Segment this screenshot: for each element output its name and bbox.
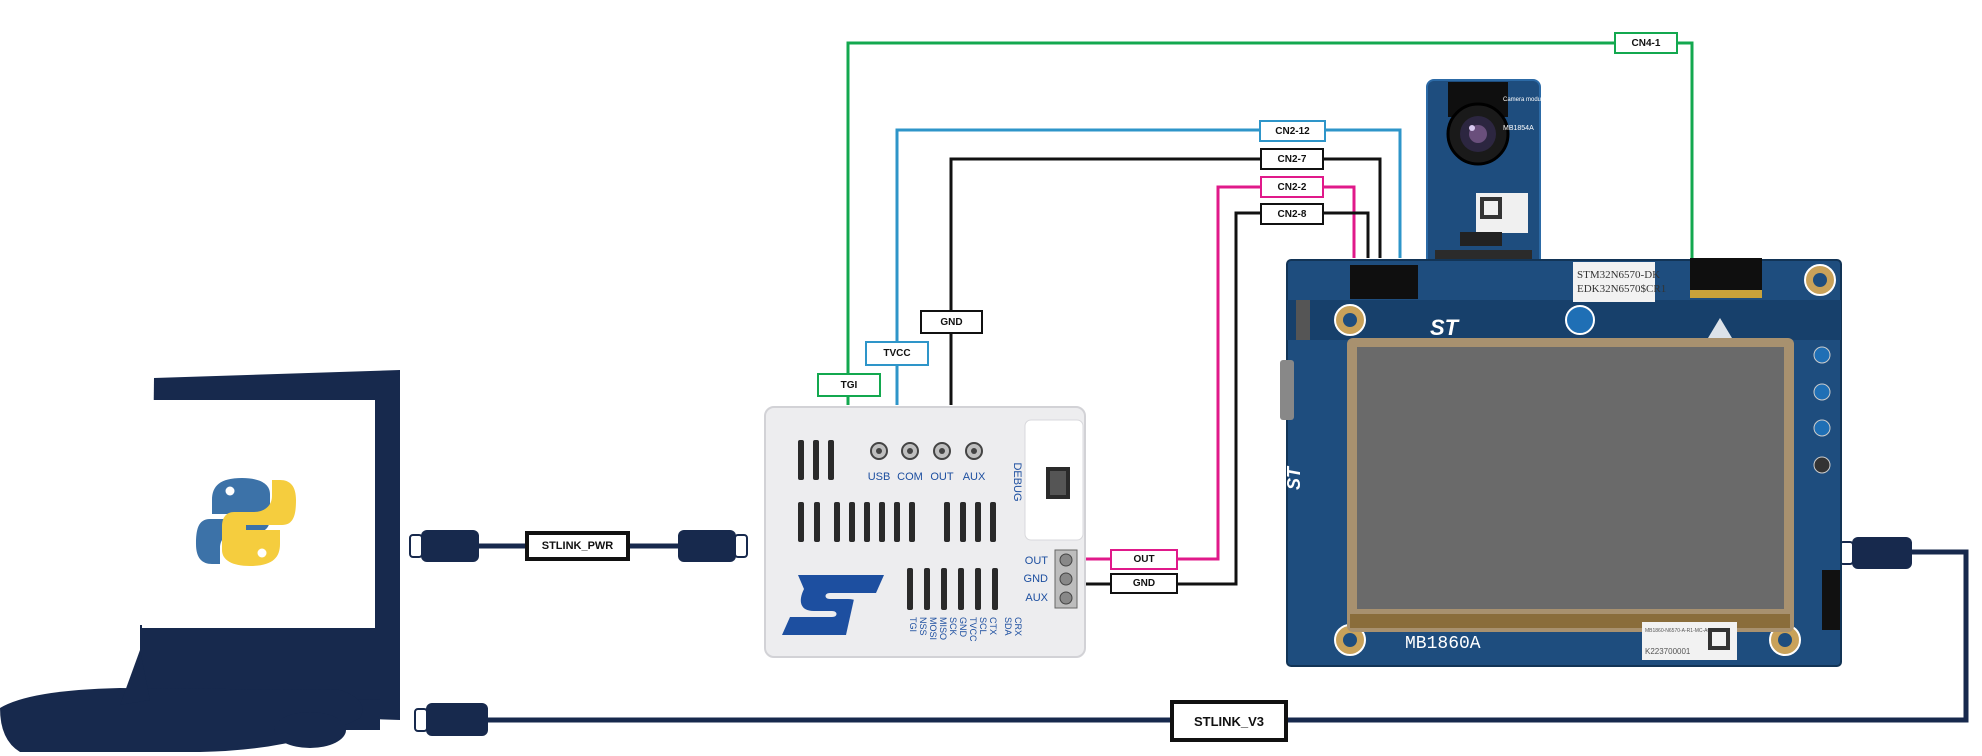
port-label-usb: USB xyxy=(868,471,891,483)
header-cn4 xyxy=(1690,258,1762,296)
camera-model: MB1854A xyxy=(1503,125,1534,132)
port-label-com: COM xyxy=(897,471,923,483)
label-stlink-v3: STLINK_V3 xyxy=(1170,700,1288,742)
board-st-logo-icon: ST xyxy=(1430,315,1460,340)
port-label-out: OUT xyxy=(930,471,954,483)
board-sticker: MB1860-N6570-A-R1-MC-A02 xyxy=(1645,628,1713,634)
wire-tgi xyxy=(846,41,1694,405)
computer-icon xyxy=(0,370,400,752)
pin-miso: MISO xyxy=(938,617,948,640)
terminal-block xyxy=(1054,549,1078,609)
stlink-pwr-cable xyxy=(409,530,748,562)
board-name: MB1860A xyxy=(1405,634,1481,654)
side-label-out: OUT xyxy=(1025,555,1049,567)
pin-gnd: GND xyxy=(958,617,968,638)
banana-sockets xyxy=(870,442,983,460)
board-serial: K223700001 xyxy=(1645,647,1691,656)
label-cn2-7: CN2-7 xyxy=(1260,148,1324,170)
bottom-pin-labels: TGI NSS MOSI MISO SCK GND TVCC SCL CTX S… xyxy=(908,617,1023,642)
pin-sda: SDA xyxy=(1003,617,1013,636)
pin-scl: SCL xyxy=(978,617,988,635)
wire-cn2-8 xyxy=(1085,211,1370,586)
label-tgi: TGI xyxy=(817,373,881,397)
pin-ctx: CTX xyxy=(988,617,998,635)
label-cn2-8: CN2-8 xyxy=(1260,203,1324,225)
wire-gnd-top xyxy=(949,157,1382,405)
pin-tgi: TGI xyxy=(908,617,918,632)
side-label-gnd: GND xyxy=(1024,573,1049,585)
signal-wires xyxy=(846,41,1694,586)
board-st-logo-side-icon: ST xyxy=(1284,465,1304,490)
label-gnd-top: GND xyxy=(920,310,983,334)
python-logo-icon xyxy=(196,478,296,566)
wire-tvcc xyxy=(895,128,1402,405)
port-label-aux: AUX xyxy=(963,471,986,483)
board-buttons xyxy=(1813,346,1840,630)
discovery-board: STM32N6570-DK EDK32N6570$CR1 ST ST MB18 xyxy=(1280,258,1842,667)
label-cn2-2: CN2-2 xyxy=(1260,176,1324,198)
camera-top-text: Camera module xyxy=(1503,97,1546,103)
pin-nss: NSS xyxy=(918,617,928,636)
label-cn4-1: CN4-1 xyxy=(1614,32,1678,54)
pin-mosi: MOSI xyxy=(928,617,938,640)
pin-crx: CRX xyxy=(1013,617,1023,636)
header-cn2 xyxy=(1350,265,1418,299)
pin-sck: SCK xyxy=(948,617,958,636)
debug-label: DEBUG xyxy=(1011,462,1023,501)
lcd-screen xyxy=(1357,347,1784,609)
board-part-line2: EDK32N6570$CR1 xyxy=(1577,283,1666,295)
st-logo-icon xyxy=(782,575,884,635)
label-out-wire: OUT xyxy=(1110,549,1178,570)
label-tvcc: TVCC xyxy=(865,341,929,366)
label-stlink-pwr: STLINK_PWR xyxy=(525,531,630,561)
label-cn2-12: CN2-12 xyxy=(1259,120,1326,142)
label-gnd-wire: GND xyxy=(1110,573,1178,594)
board-part-line1: STM32N6570-DK xyxy=(1577,269,1660,281)
pin-tvcc: TVCC xyxy=(968,617,978,642)
power-shield-box: USB COM OUT AUX DEBUG OUT GND AUX TGI NS… xyxy=(764,406,1086,658)
side-label-aux: AUX xyxy=(1025,592,1048,604)
camera-module: Camera module MB1854A xyxy=(1426,79,1546,282)
